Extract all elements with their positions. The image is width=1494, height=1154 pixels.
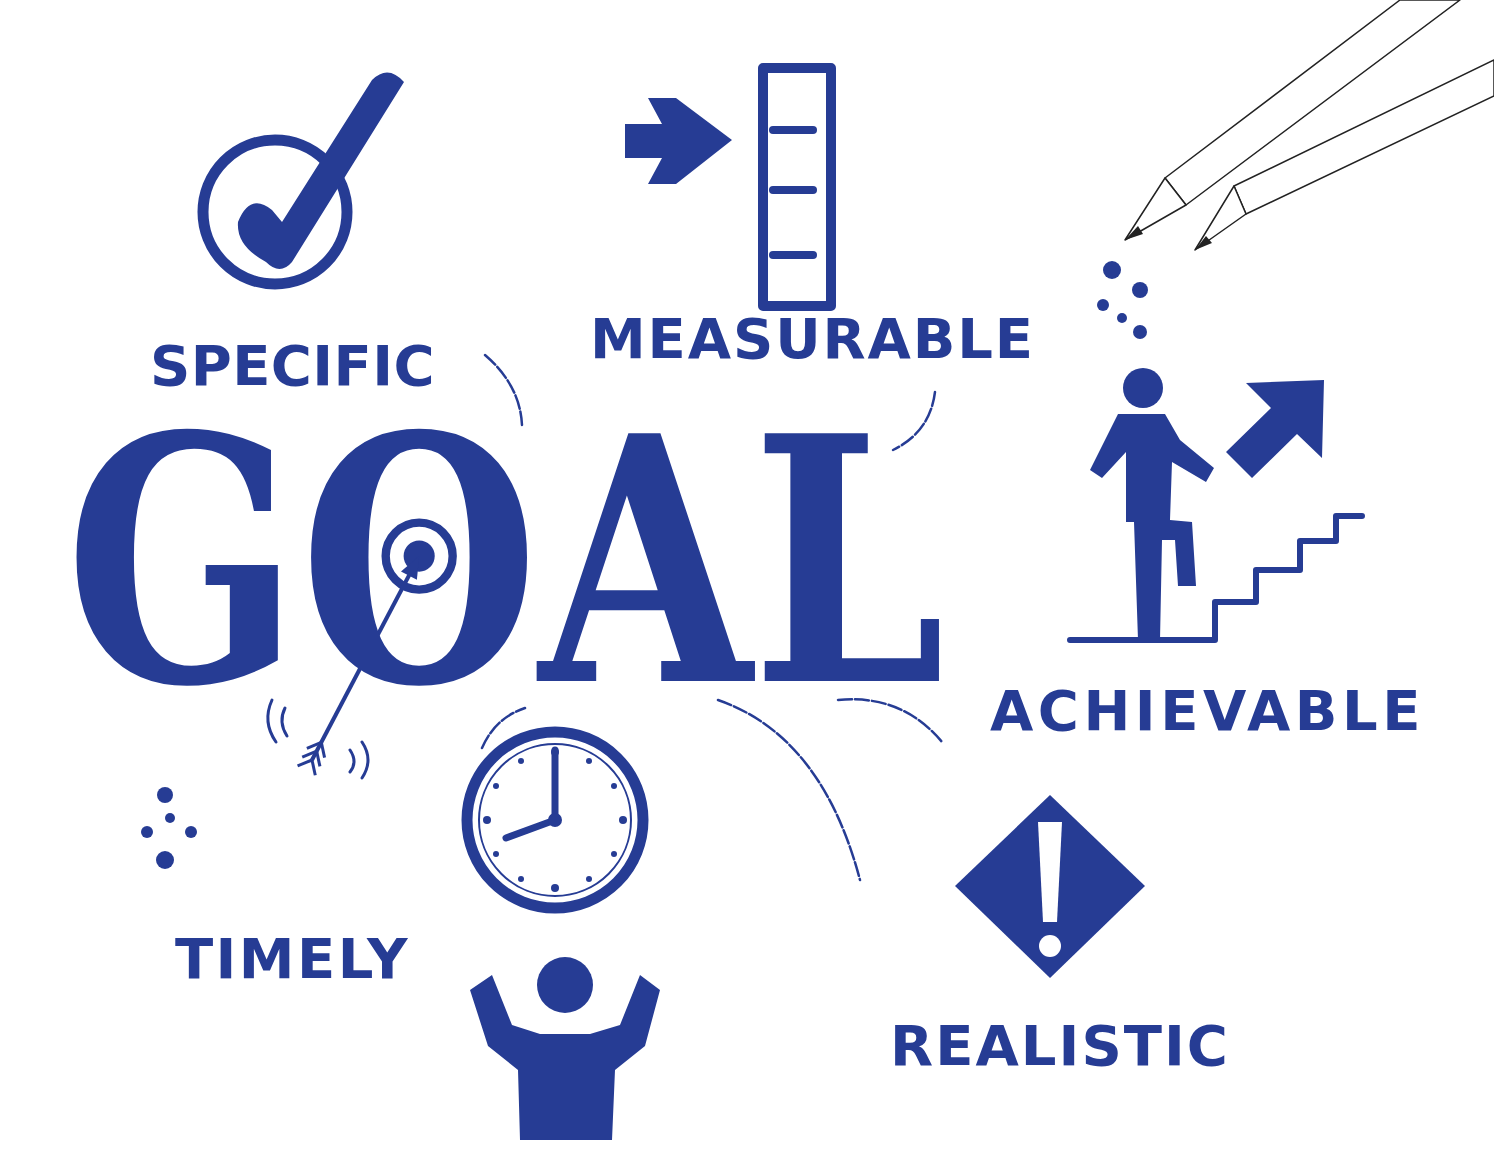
pencil-lead: [1125, 226, 1143, 240]
smart-label: REALISTIC: [890, 1018, 1230, 1074]
clock-tick: [586, 758, 592, 764]
arrow-feather: [307, 742, 321, 748]
warning-diamond: [955, 795, 1145, 978]
clock-tick: [551, 748, 559, 756]
dot: [185, 826, 197, 838]
clock-tick: [493, 783, 499, 789]
pencil-tip: [1195, 186, 1246, 250]
stairs: [1070, 516, 1362, 640]
arrow-feather: [317, 751, 320, 766]
arrow-feather: [302, 751, 316, 757]
clock-tick: [518, 876, 524, 882]
clock-tick: [611, 783, 617, 789]
clock-tick: [483, 816, 491, 824]
motion-mark: [350, 750, 354, 772]
clock-tick: [518, 758, 524, 764]
ruler-tick: [773, 126, 813, 134]
arrow-feather: [321, 742, 324, 757]
person-body: [470, 975, 660, 1140]
exclamation-dot: [1039, 935, 1061, 957]
dot: [1132, 282, 1148, 298]
smart-label: TIMELY: [175, 931, 410, 987]
clock-hand: [506, 820, 555, 838]
clock-rim: [479, 744, 631, 896]
checkmark: [238, 72, 404, 269]
pencil-tip: [1125, 178, 1186, 240]
dot: [156, 851, 174, 869]
climbing-person: [1090, 414, 1214, 640]
clock-tick: [611, 851, 617, 857]
right-arrow: [625, 98, 732, 184]
smart-label: MEASURABLE: [590, 311, 1035, 367]
dot: [1097, 299, 1109, 311]
ruler-tick: [773, 251, 813, 259]
dot: [1117, 313, 1127, 323]
clock-tick: [586, 876, 592, 882]
clock-center: [548, 813, 562, 827]
arrow-feather: [298, 760, 312, 766]
clock-hand: [552, 750, 559, 820]
clock-tick: [551, 884, 559, 892]
ruler-tick: [773, 186, 813, 194]
pencil: [1234, 60, 1494, 214]
dot: [141, 826, 153, 838]
smart-label: SPECIFIC: [150, 338, 435, 394]
dot: [165, 813, 175, 823]
ruler: [763, 68, 831, 306]
dot: [1103, 261, 1121, 279]
clock-tick: [619, 816, 627, 824]
clock-tick: [493, 851, 499, 857]
arrow-feather: [312, 760, 315, 775]
up-arrow: [1226, 380, 1324, 478]
person-head: [1123, 368, 1163, 408]
smart-label: ACHIEVABLE: [990, 683, 1425, 739]
clock-face: [467, 732, 643, 908]
pencil-lead: [1195, 236, 1212, 250]
exclamation-bar: [1038, 822, 1062, 922]
dot: [157, 787, 173, 803]
person-head: [537, 957, 593, 1013]
title: GOAL: [65, 392, 945, 732]
motion-mark: [362, 742, 368, 778]
dot: [1133, 325, 1147, 339]
